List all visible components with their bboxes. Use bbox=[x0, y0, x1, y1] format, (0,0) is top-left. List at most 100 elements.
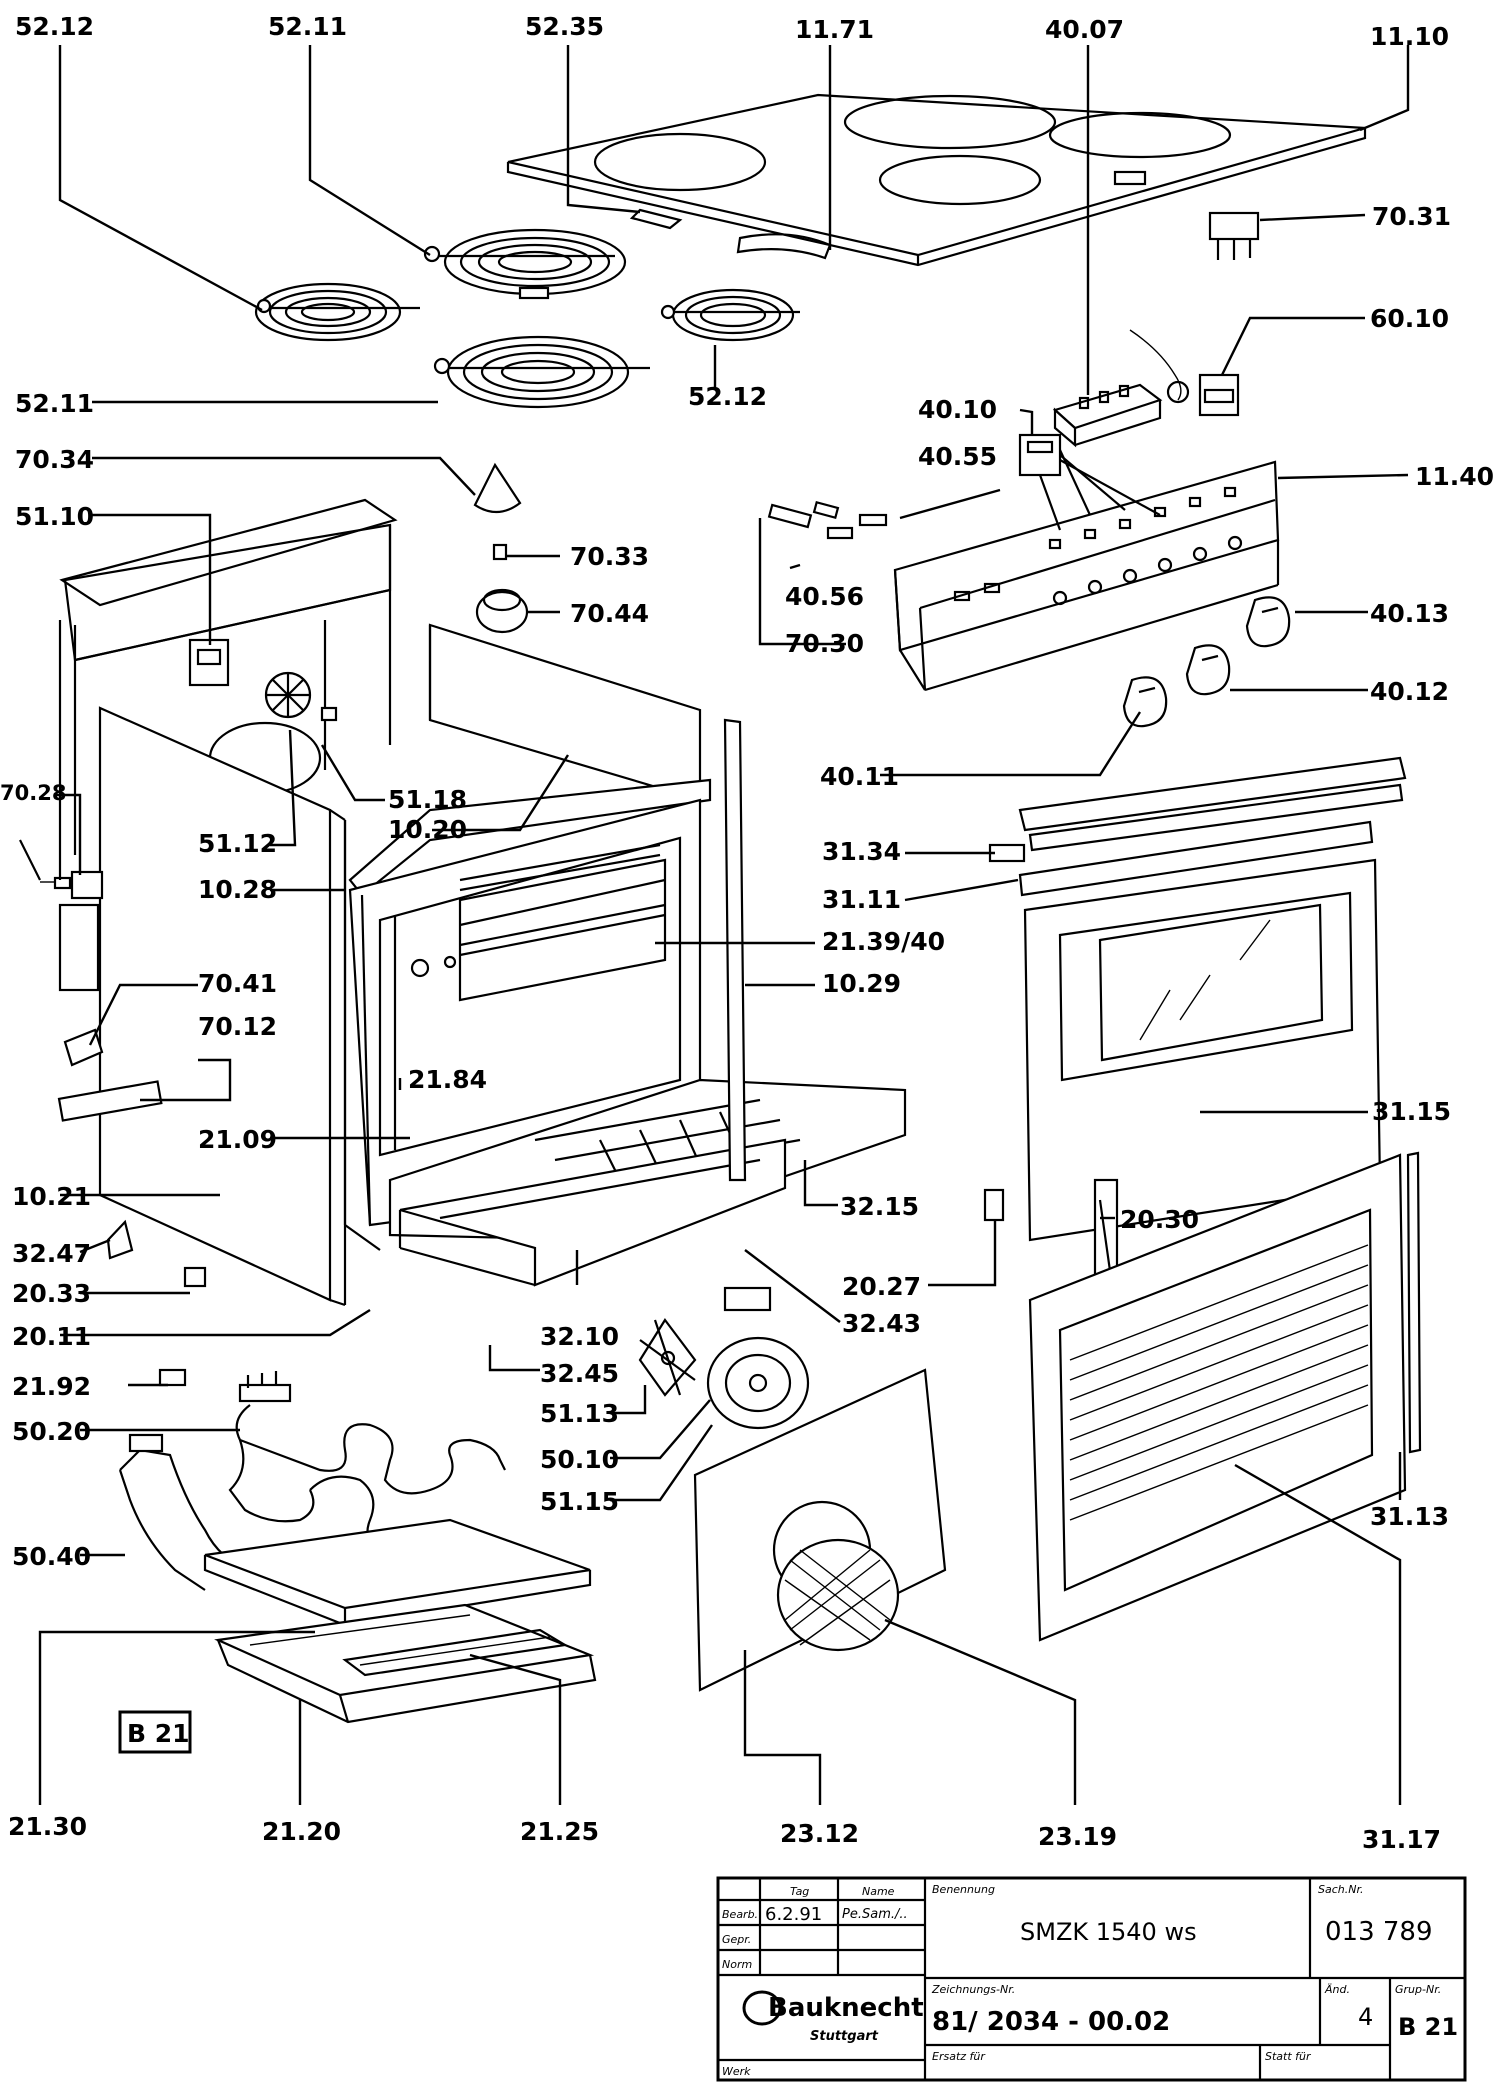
tb-zeichnung-label: Zeichnungs-Nr. bbox=[931, 1983, 1015, 1996]
callout-21-84: 21.84 bbox=[408, 1065, 487, 1094]
callout-40-12: 40.12 bbox=[1370, 677, 1449, 706]
callout-50-40: 50.40 bbox=[12, 1542, 91, 1571]
tb-gruppe: B 21 bbox=[1398, 2013, 1458, 2041]
page-code-text: B 21 bbox=[127, 1719, 190, 1748]
tb-row-bearb: Bearb. bbox=[722, 1908, 758, 1921]
hotplates bbox=[254, 228, 800, 409]
tb-drawing-no: 81/ 2034 - 00.02 bbox=[932, 2007, 1170, 2037]
baking-tray-21-20 bbox=[214, 1603, 597, 1724]
callout-20-11: 20.11 bbox=[12, 1322, 91, 1351]
tb-brand-city: Stuttgart bbox=[810, 2029, 879, 2044]
terminal-70-31 bbox=[1208, 211, 1260, 260]
callout-32-43: 32.43 bbox=[842, 1309, 921, 1338]
callout-50-20: 50.20 bbox=[12, 1417, 91, 1446]
callout-70-44: 70.44 bbox=[570, 599, 649, 628]
tb-col-tag: Tag bbox=[790, 1885, 809, 1898]
callout-32-45: 32.45 bbox=[540, 1359, 619, 1388]
callout-23-19: 23.19 bbox=[1038, 1822, 1117, 1851]
callout-20-30: 20.30 bbox=[1120, 1205, 1199, 1234]
lamp-parts-40-55-40-56 bbox=[767, 500, 888, 540]
fan-cover-51-13 bbox=[638, 1318, 697, 1397]
callout-10-20: 10.20 bbox=[388, 815, 467, 844]
inner-door-31-15 bbox=[1023, 858, 1382, 1242]
callout-70-30: 70.30 bbox=[785, 629, 864, 658]
switch-block-40-07 bbox=[1052, 383, 1163, 448]
callout-40-07: 40.07 bbox=[1045, 15, 1124, 44]
tb-sachnr-label: Sach.Nr. bbox=[1318, 1883, 1363, 1896]
grid-shelf-21-30 bbox=[203, 1518, 592, 1627]
callout-21-25: 21.25 bbox=[520, 1817, 599, 1846]
convection-fan-50-10 bbox=[706, 1286, 810, 1430]
tb-benennung-label: Benennung bbox=[932, 1883, 995, 1896]
callout-40-11: 40.11 bbox=[820, 762, 899, 791]
terminal-70-28 bbox=[19, 839, 104, 992]
callout-70-34: 70.34 bbox=[15, 445, 94, 474]
door-handle-bar bbox=[1018, 756, 1407, 852]
callout-21-30: 21.30 bbox=[8, 1812, 87, 1841]
callout-40-55: 40.55 bbox=[918, 442, 997, 471]
callout-11-10: 11.10 bbox=[1370, 22, 1449, 51]
callout-52-11-top: 52.11 bbox=[268, 12, 347, 41]
callout-31-13: 31.13 bbox=[1370, 1502, 1449, 1531]
door-top-trim-31-11 bbox=[988, 820, 1374, 897]
callout-10-21: 10.21 bbox=[12, 1182, 91, 1211]
callout-70-31: 70.31 bbox=[1372, 202, 1451, 231]
tb-date: 6.2.91 bbox=[765, 1904, 822, 1925]
tb-col-name: Name bbox=[862, 1885, 895, 1898]
callout-31-15: 31.15 bbox=[1372, 1097, 1451, 1126]
callout-31-17: 31.17 bbox=[1362, 1825, 1441, 1854]
callout-50-10: 50.10 bbox=[540, 1445, 619, 1474]
back-panel-23-12 bbox=[693, 1368, 947, 1692]
outer-door-glass-31-17 bbox=[1028, 1153, 1407, 1642]
callout-51-12: 51.12 bbox=[198, 829, 277, 858]
callout-31-34: 31.34 bbox=[822, 837, 901, 866]
front-frame-10-28 bbox=[343, 820, 381, 1251]
callout-40-13: 40.13 bbox=[1370, 599, 1449, 628]
callout-52-12-top: 52.12 bbox=[15, 12, 94, 41]
tb-aend-label: Änd. bbox=[1324, 1983, 1350, 1996]
callout-11-40: 11.40 bbox=[1415, 462, 1494, 491]
tb-gruppe-label: Grup-Nr. bbox=[1395, 1983, 1441, 1996]
callout-20-27: 20.27 bbox=[842, 1272, 921, 1301]
fan-blade-51-12 bbox=[264, 671, 338, 722]
callout-60-10: 60.10 bbox=[1370, 304, 1449, 333]
knobs bbox=[1122, 596, 1291, 728]
tb-name: Pe.Sam./.. bbox=[842, 1907, 908, 1922]
callout-21-39-40: 21.39/40 bbox=[822, 927, 945, 956]
tray-insert-21-25 bbox=[342, 1628, 569, 1677]
callout-51-13: 51.13 bbox=[540, 1399, 619, 1428]
seal-strip-31-13 bbox=[1406, 1151, 1422, 1454]
callout-20-33: 20.33 bbox=[12, 1279, 91, 1308]
leader-lines bbox=[38, 45, 1410, 1805]
callout-21-92: 21.92 bbox=[12, 1372, 91, 1401]
hob-top-11-10 bbox=[506, 93, 1367, 267]
brand-logo-icon bbox=[742, 1990, 782, 2026]
callout-52-11-mid: 52.11 bbox=[15, 389, 94, 418]
callout-51-10: 51.10 bbox=[15, 502, 94, 531]
callout-31-11: 31.11 bbox=[822, 885, 901, 914]
tb-model: SMZK 1540 ws bbox=[1020, 1918, 1197, 1946]
heating-element-50-20 bbox=[228, 1371, 506, 1552]
callout-52-35: 52.35 bbox=[525, 12, 604, 41]
title-block: Tag Name Bearb. Gepr. Norm 6.2.91 Pe.Sam… bbox=[716, 1876, 1467, 2082]
callout-labels: 52.12 52.11 52.35 11.71 40.07 11.10 70.3… bbox=[0, 12, 1494, 1854]
tb-ersatz-label: Ersatz für bbox=[932, 2050, 986, 2063]
tb-statt-label: Statt für bbox=[1265, 2050, 1312, 2063]
misc-small-parts bbox=[473, 462, 529, 634]
callout-21-09: 21.09 bbox=[198, 1125, 277, 1154]
tb-aend-value: 4 bbox=[1358, 2003, 1373, 2031]
tb-werk-label: Werk bbox=[722, 2065, 751, 2078]
switch-40-10 bbox=[1018, 433, 1161, 531]
hinge-part-20-27 bbox=[983, 1188, 1005, 1222]
callout-10-29: 10.29 bbox=[822, 969, 901, 998]
callout-51-18: 51.18 bbox=[388, 785, 467, 814]
callout-11-71: 11.71 bbox=[795, 15, 874, 44]
callout-70-28: 70.28 bbox=[0, 781, 66, 805]
page-code-box: B 21 bbox=[118, 1710, 192, 1754]
callout-70-41: 70.41 bbox=[198, 969, 277, 998]
side-panel-10-21 bbox=[98, 706, 347, 1307]
callout-21-20: 21.20 bbox=[262, 1817, 341, 1846]
small-parts-70-41-70-12 bbox=[57, 1028, 207, 1387]
